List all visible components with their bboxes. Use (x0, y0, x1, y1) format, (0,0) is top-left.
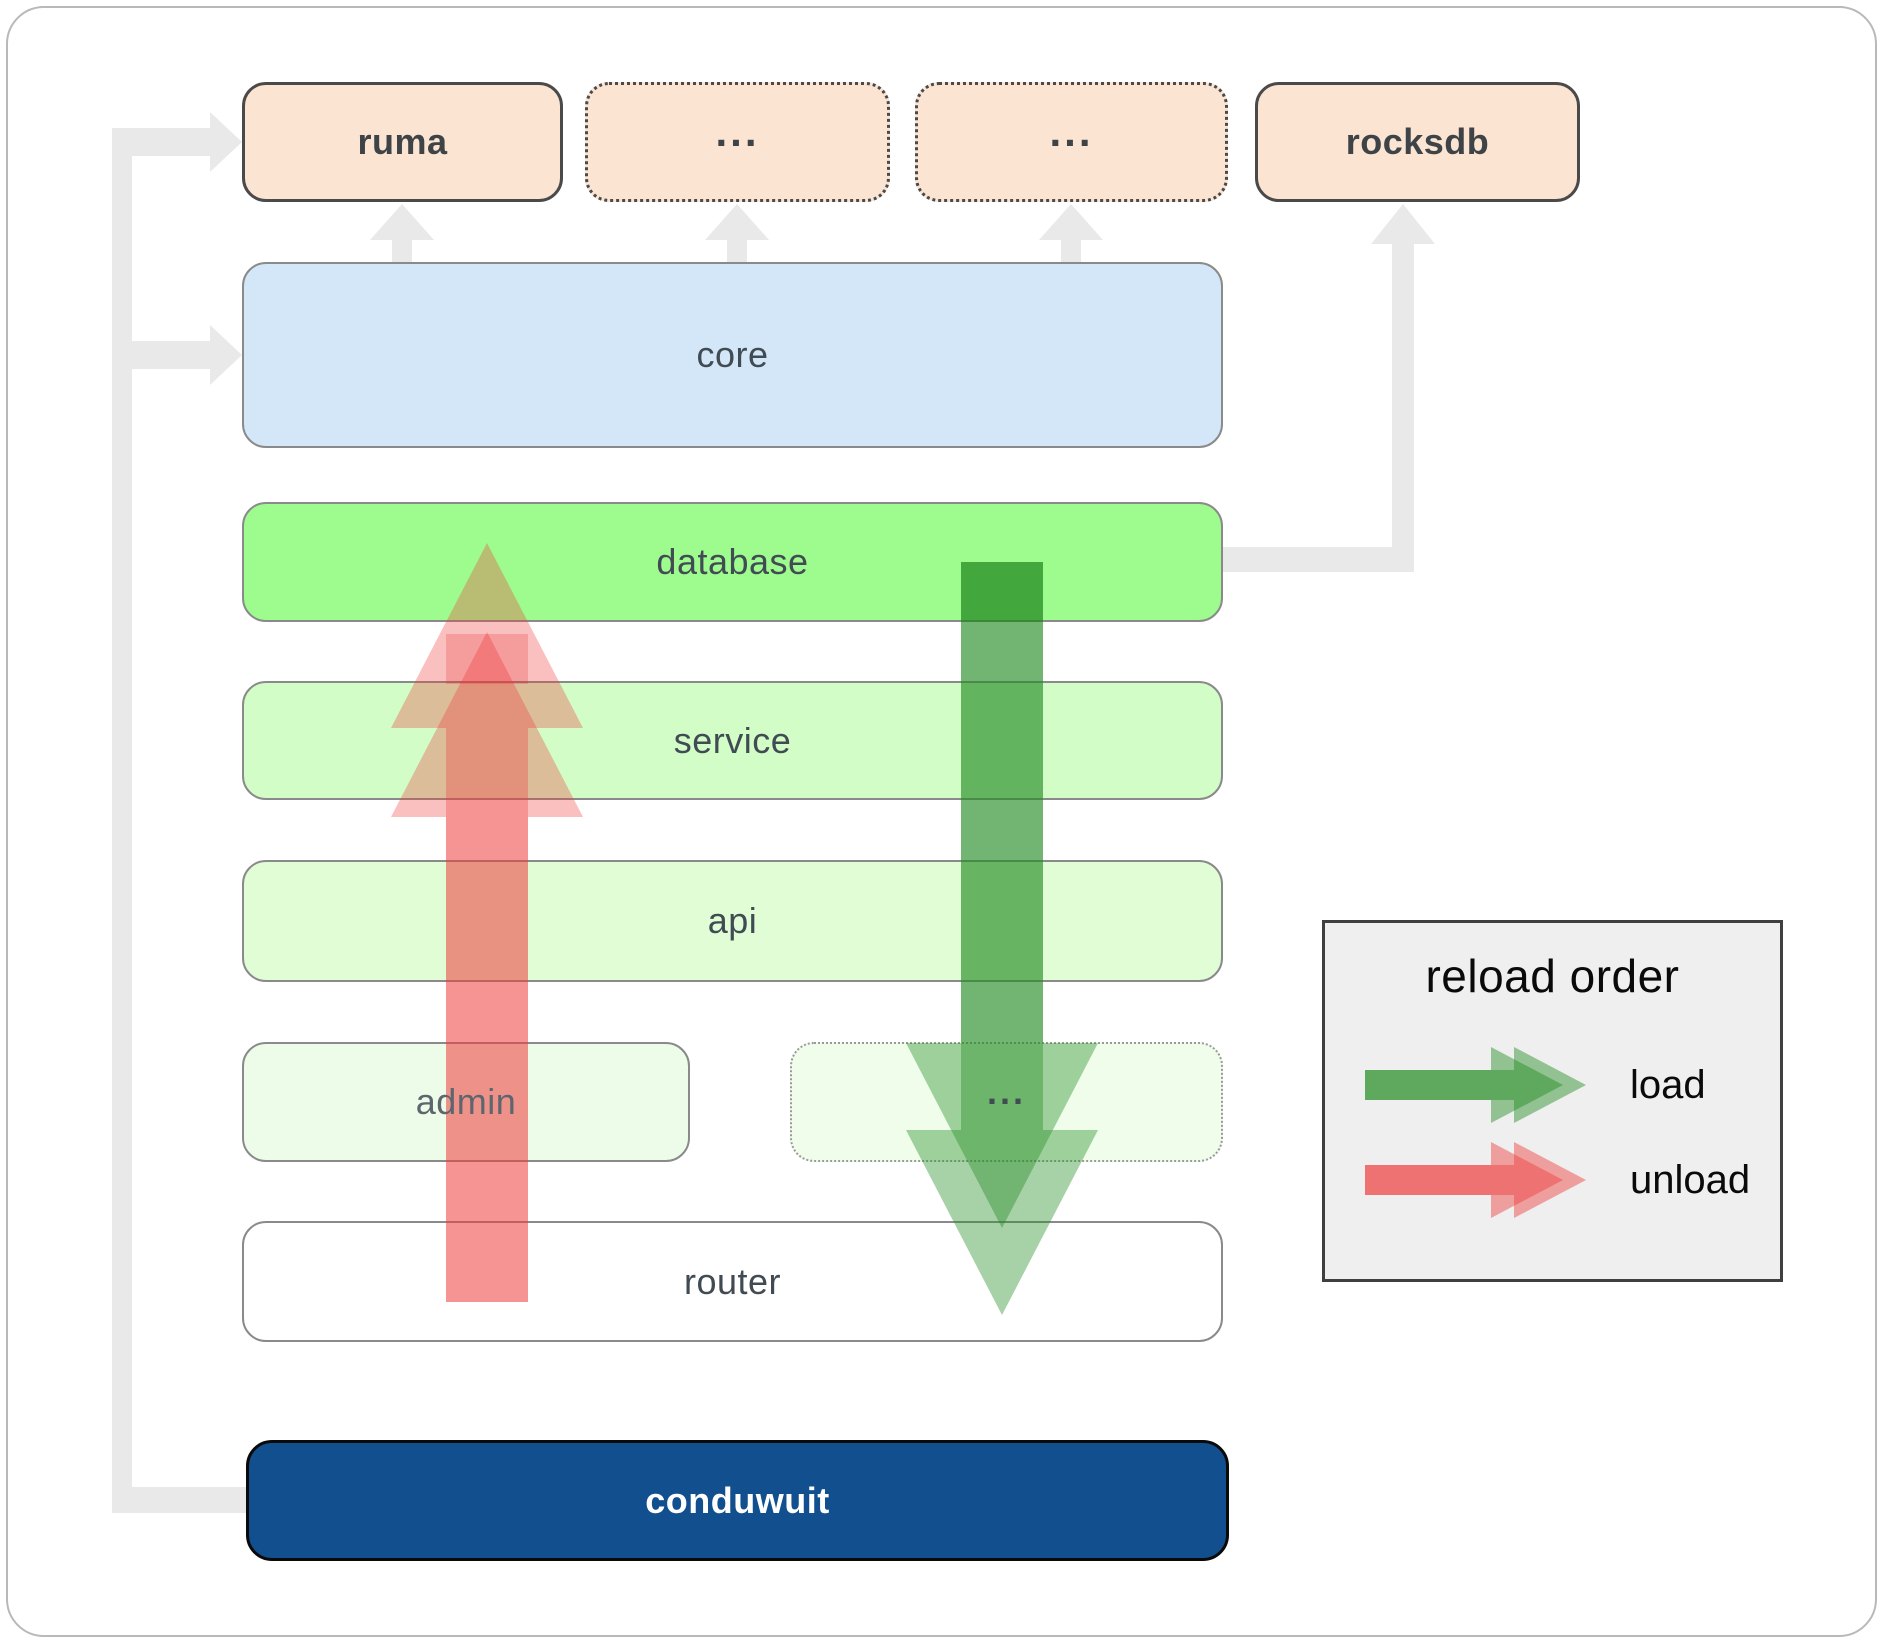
box-service-label: service (673, 719, 792, 761)
box-core: core (242, 262, 1223, 448)
legend-unload-label: unload (1630, 1158, 1751, 1202)
box-ellipsis-1: ... (585, 82, 890, 202)
box-admin-label: admin (415, 1081, 517, 1122)
legend-load-label: load (1630, 1063, 1706, 1107)
legend-arrow-graphics (1365, 1047, 1586, 1218)
box-api: api (242, 860, 1223, 982)
legend-load-arrow-icon (1365, 1047, 1586, 1123)
legend-unload-arrow-icon-inner (1365, 1142, 1563, 1218)
box-admin: admin (242, 1042, 690, 1162)
box-rocksdb-label: rocksdb (1345, 121, 1490, 162)
legend-unload-arrow-icon (1365, 1142, 1586, 1218)
box-ellipsis-3: ... (790, 1042, 1223, 1162)
box-core-label: core (696, 334, 769, 375)
box-ruma-label: ruma (357, 121, 448, 162)
legend-title: reload order (1425, 950, 1680, 1002)
legend: reload order load unload (1322, 920, 1783, 1282)
box-conduwuit-label: conduwuit (645, 1479, 830, 1521)
box-ellipsis-1-label: ... (715, 108, 760, 155)
box-ruma: ruma (242, 82, 563, 202)
box-rocksdb: rocksdb (1255, 82, 1580, 202)
box-router-label: router (683, 1260, 782, 1302)
box-database-label: database (656, 541, 809, 582)
outer-frame (6, 6, 1877, 1637)
box-api-label: api (707, 900, 758, 941)
legend-load-arrow-icon-inner (1365, 1047, 1563, 1123)
box-ellipsis-3-label: ... (986, 1071, 1026, 1112)
box-conduwuit: conduwuit (246, 1440, 1229, 1561)
box-service: service (242, 681, 1223, 800)
box-database: database (242, 502, 1223, 622)
box-ellipsis-2-label: ... (1049, 108, 1094, 155)
box-ellipsis-2: ... (915, 82, 1228, 202)
box-router: router (242, 1221, 1223, 1342)
